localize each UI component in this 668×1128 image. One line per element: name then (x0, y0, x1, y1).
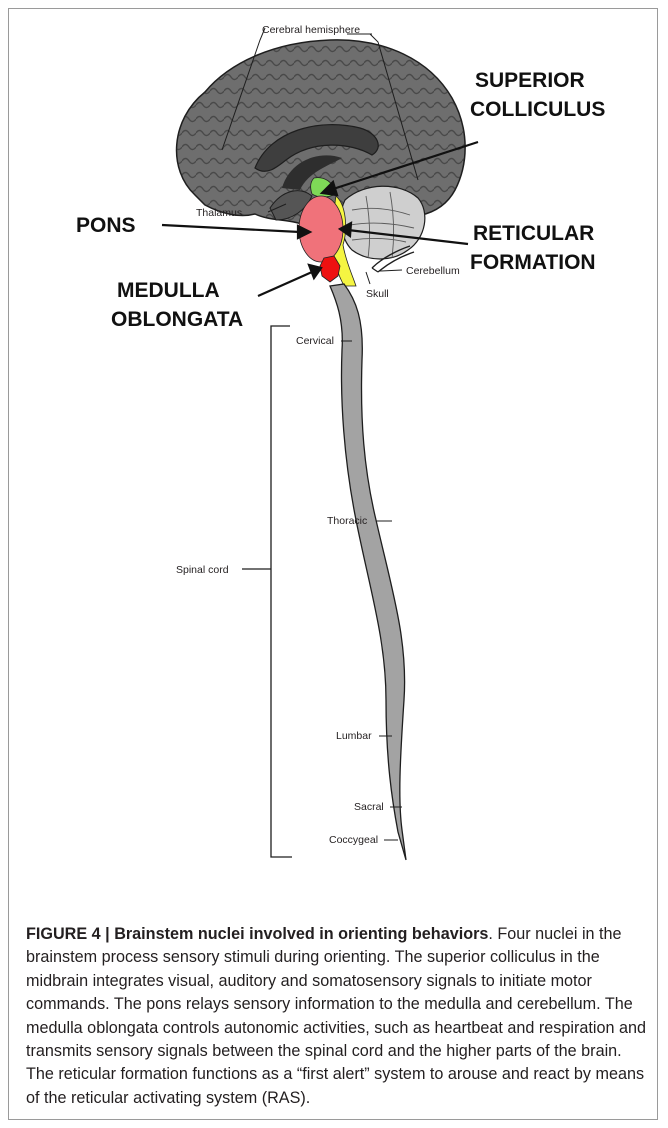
label-sacral: Sacral (354, 801, 384, 813)
callout-medulla-oblongata-line2: OBLONGATA (111, 308, 243, 331)
figure-caption: FIGURE 4 | Brainstem nuclei involved in … (26, 923, 646, 1110)
callout-reticular-formation-line1: RETICULAR (473, 222, 594, 245)
cerebellum-shape (341, 186, 425, 259)
brainstem-diagram: Cerebral hemisphere Thalamus Cerebellum … (0, 0, 668, 910)
label-thalamus: Thalamus (196, 207, 242, 219)
label-cervical: Cervical (296, 335, 334, 347)
spinal-cord-bracket (271, 326, 292, 857)
figure-label: FIGURE 4 (26, 925, 101, 943)
label-spinal-cord: Spinal cord (176, 564, 229, 576)
callout-pons: PONS (76, 214, 136, 237)
figure-title: Brainstem nuclei involved in orienting b… (114, 925, 488, 943)
label-skull: Skull (366, 288, 389, 300)
label-coccygeal: Coccygeal (329, 834, 378, 846)
caption-body: . Four nuclei in the brainstem process s… (26, 925, 646, 1107)
label-cerebellum: Cerebellum (406, 265, 460, 277)
callout-superior-colliculus-line2: COLLICULUS (470, 98, 605, 121)
label-lumbar: Lumbar (336, 730, 372, 742)
callout-superior-colliculus-line1: SUPERIOR (475, 69, 585, 92)
spinal-cord-shape (330, 284, 406, 860)
label-thoracic: Thoracic (327, 515, 367, 527)
callout-medulla-oblongata-line1: MEDULLA (117, 279, 220, 302)
caption-separator: | (101, 925, 115, 943)
callout-reticular-formation-line2: FORMATION (470, 251, 596, 274)
label-cerebral-hemisphere: Cerebral hemisphere (262, 24, 360, 36)
